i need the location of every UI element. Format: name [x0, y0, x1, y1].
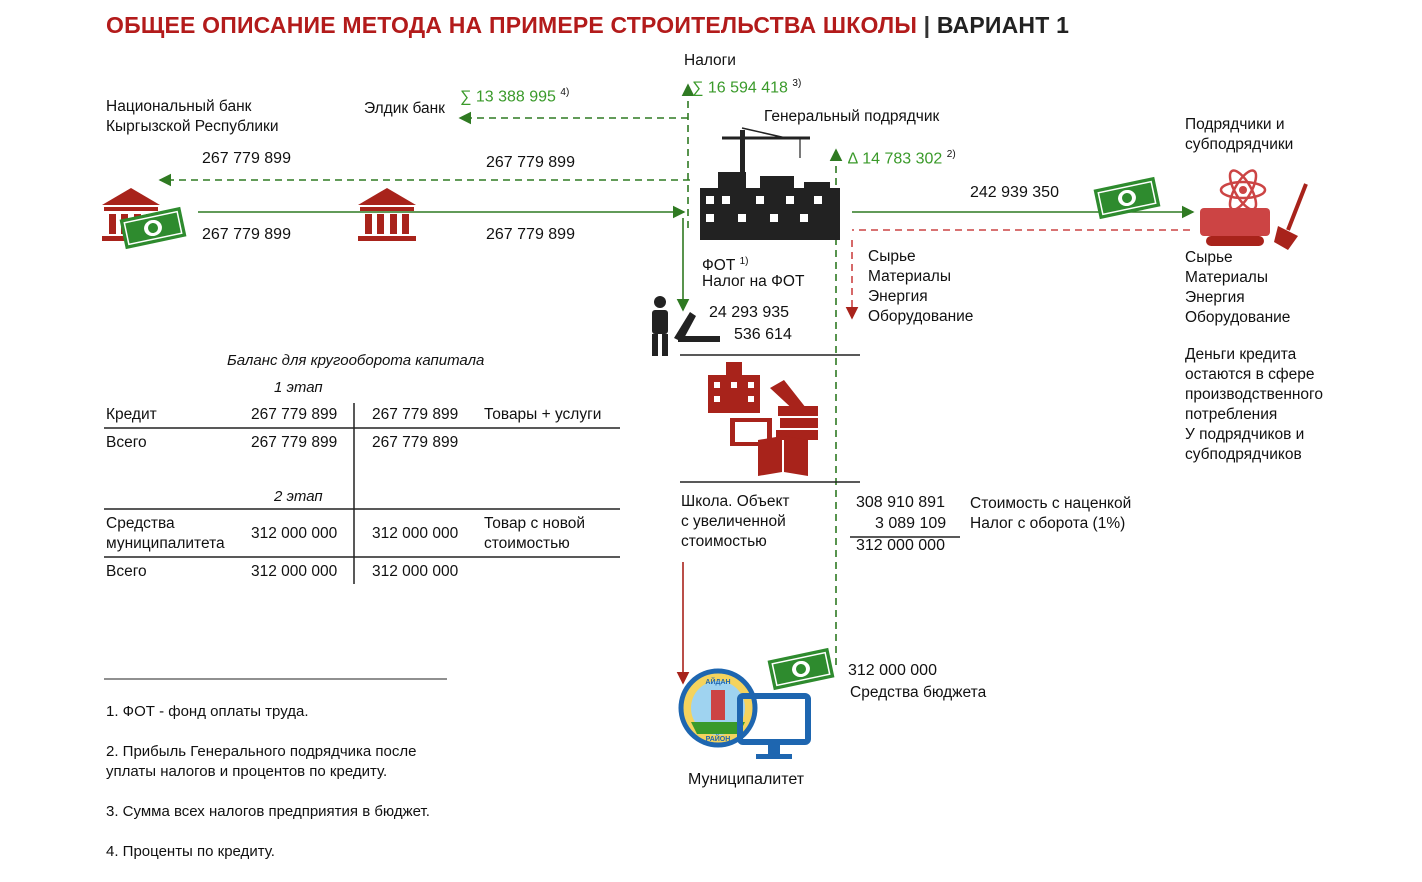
- loan-note: Деньги кредита остаются в сфере производ…: [1185, 346, 1323, 463]
- taxes-label: Налоги: [684, 52, 736, 69]
- municipality-seal-icon: [678, 668, 758, 748]
- materials-right-item: Энергия: [1185, 289, 1245, 306]
- school-icon: [708, 362, 760, 413]
- balance-row-desc: Товар с новой стоимостью: [484, 515, 586, 552]
- materials-right-item: Сырье: [1185, 249, 1233, 266]
- diagram-canvas: АЙДАН РАЙОН: [102, 83, 1308, 759]
- materials-left-item: Оборудование: [868, 308, 974, 325]
- budget-label: Средства бюджета: [850, 684, 987, 701]
- eldik-bank-label: Элдик банк: [364, 100, 445, 117]
- school-tax-label: Налог с оборота (1%): [970, 515, 1126, 532]
- nb-credit-value: 267 779 899: [202, 226, 291, 243]
- eldik-credit-value: 267 779 899: [486, 226, 575, 243]
- materials-right-item: Материалы: [1185, 269, 1268, 286]
- eldik-bank-icon: [358, 188, 416, 241]
- general-contractor-label: Генеральный подрядчик: [764, 108, 940, 125]
- balance-row-name: Кредит: [106, 406, 157, 423]
- footnote-item: 3. Сумма всех налогов предприятия в бюдж…: [106, 803, 430, 820]
- contractor-payment-value: 242 939 350: [970, 184, 1059, 201]
- balance-row-right: 312 000 000: [372, 563, 459, 580]
- balance-row-left: 312 000 000: [251, 525, 338, 542]
- footnotes: 1. ФОТ - фонд оплаты труда. 2. Прибыль Г…: [106, 682, 430, 882]
- footnote-item: 1. ФОТ - фонд оплаты труда.: [106, 703, 309, 720]
- title-variant: ВАРИАНТ 1: [936, 12, 1070, 38]
- municipality-label: Муниципалитет: [688, 771, 805, 788]
- balance-row-right: 267 779 899: [372, 406, 459, 423]
- balance-row-left: 312 000 000: [251, 563, 338, 580]
- seal-bottom-text: РАЙОН: [706, 734, 731, 743]
- balance-title: Баланс для кругооборота капитала: [227, 352, 485, 369]
- materials-right-list: Сырье Материалы Энергия Оборудование: [1185, 248, 1290, 328]
- profit-value: ∆ 14 783 302 2): [848, 149, 956, 168]
- balance-row-right: 267 779 899: [372, 434, 459, 451]
- industry-icon: [1200, 169, 1308, 250]
- monitor-icon: [737, 693, 811, 759]
- budget-value: 312 000 000: [848, 662, 937, 679]
- worker-icon: [652, 296, 720, 356]
- school-cost-label: Стоимость с наценкой: [970, 495, 1132, 512]
- balance-row-right: 312 000 000: [372, 525, 459, 542]
- eldik-credit-return-value: 267 779 899: [486, 154, 575, 171]
- materials-left-item: Энергия: [868, 288, 928, 305]
- school-label: Школа. Объект с увеличенной стоимостью: [681, 493, 790, 550]
- footnote-item: 4. Проценты по кредиту.: [106, 843, 275, 860]
- page-title: ОБЩЕЕ ОПИСАНИЕ МЕТОДА НА ПРИМЕРЕ СТРОИТЕ…: [106, 12, 1069, 39]
- materials-left-list: Сырье Материалы Энергия Оборудование: [868, 247, 973, 327]
- footnote-item: 2. Прибыль Генерального подрядчика после…: [106, 743, 417, 780]
- materials-right-item: Оборудование: [1185, 309, 1291, 326]
- fot-value: 24 293 935: [709, 304, 790, 321]
- balance-row-name: Средства муниципалитета: [106, 515, 225, 552]
- construction-site-icon: [700, 127, 840, 240]
- balance-row-desc: Товары + услуги: [484, 406, 602, 423]
- materials-left-item: Материалы: [868, 268, 951, 285]
- computer-icon: [730, 418, 772, 446]
- school-total-value: 312 000 000: [856, 537, 945, 554]
- open-book-icon: [758, 436, 808, 476]
- books-pen-icon: [770, 380, 818, 440]
- balance-row-left: 267 779 899: [251, 434, 338, 451]
- taxes-sum-value: ∑ 16 594 418 3): [692, 78, 802, 97]
- school-tax-value: 3 089 109: [875, 515, 947, 532]
- school-cost-value: 308 910 891: [856, 494, 945, 511]
- fot-label: ФОТ 1): [702, 256, 749, 275]
- money-bill-icon: [118, 206, 188, 250]
- fot-tax-value: 536 614: [734, 326, 792, 343]
- title-main: ОБЩЕЕ ОПИСАНИЕ МЕТОДА НА ПРИМЕРЕ СТРОИТЕ…: [106, 12, 918, 38]
- nb-credit-return-value: 267 779 899: [202, 150, 291, 167]
- balance-row-name: Всего: [106, 563, 147, 580]
- materials-left-item: Сырье: [868, 248, 916, 265]
- title-separator: |: [923, 12, 931, 38]
- stage2-label: 2 этап: [274, 488, 323, 505]
- interest-value: ∑ 13 388 995 4): [460, 87, 570, 106]
- balance-row-name: Всего: [106, 434, 147, 451]
- seal-top-text: АЙДАН: [705, 677, 730, 686]
- balance-row-left: 267 779 899: [251, 406, 338, 423]
- budget-money-icon: [766, 647, 836, 691]
- contractors-label: Подрядчики и субподрядчики: [1185, 116, 1294, 153]
- stage1-label: 1 этап: [274, 379, 323, 396]
- fot-tax-label: Налог на ФОТ: [702, 273, 805, 290]
- national-bank-label: Национальный банк Кыргызской Республики: [106, 98, 279, 135]
